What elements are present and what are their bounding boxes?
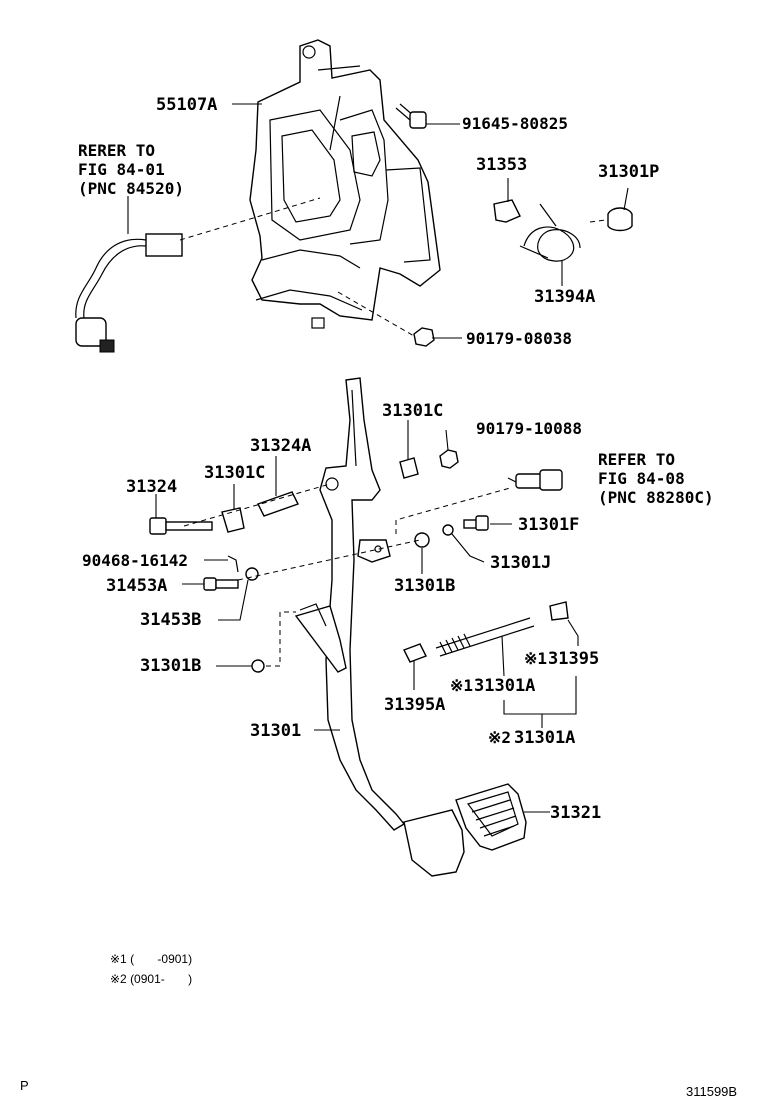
collar-31324A: [257, 491, 299, 517]
spring-rod-31301A: [403, 601, 569, 663]
bolt-31324: [149, 517, 213, 535]
pedal-bracket-55107A: [249, 39, 441, 329]
corner-code-left: P: [20, 1078, 29, 1093]
pedal-arm-31301: [294, 377, 465, 877]
stop-light-switch: [507, 469, 563, 491]
bushing-31353: [493, 199, 521, 223]
spring-31394A: [519, 203, 581, 262]
label-90179-08038: 90179-08038: [466, 329, 572, 348]
label-31453A: 31453A: [106, 576, 168, 596]
label-31394A: 31394A: [534, 287, 596, 307]
pedal-pad-31321: [455, 783, 527, 851]
clip-90468-16142: [227, 555, 239, 573]
label-31301P: 31301P: [598, 162, 660, 182]
label-31324: 31324: [126, 477, 178, 497]
nut-90179-10088: [439, 449, 459, 469]
screw-31301F: [463, 515, 489, 531]
figure-code: 311599B: [686, 1084, 738, 1099]
label-90179-10088: 90179-10088: [476, 419, 582, 438]
stop-light-switch-connector: [75, 233, 183, 353]
label-31453B: 31453B: [140, 610, 202, 630]
label-31301C-mid: 31301C: [204, 463, 266, 483]
nut-90179-08038: [413, 327, 435, 347]
clip-31301P: [607, 207, 633, 232]
label-31324A: 31324A: [250, 436, 312, 456]
footnote-2: ※2 (0901- ): [110, 972, 193, 986]
label-91645-80825: 91645-80825: [462, 114, 568, 133]
nut-31301B-low: [251, 659, 265, 673]
nut-31301C-top: [399, 457, 419, 479]
label-31301J: 31301J: [490, 553, 552, 573]
mark-1-31395: ※1: [524, 649, 548, 668]
leader-lines: [127, 103, 629, 813]
label-55107A: 55107A: [156, 95, 218, 115]
label-31301C-top: 31301C: [382, 401, 444, 421]
grommet-31301B-mid: [414, 532, 430, 548]
dashed-guides: [179, 197, 607, 667]
label-31395: 31395: [548, 649, 600, 669]
bushing-31301C-mid: [221, 507, 245, 533]
label-90468-16142: 90468-16142: [82, 551, 188, 570]
reference-note-left: RERER TO FIG 84-01 (PNC 84520): [78, 141, 184, 198]
label-31395A: 31395A: [384, 695, 446, 715]
label-31301B-low: 31301B: [140, 656, 202, 676]
mark-2-31301A: ※2: [488, 728, 512, 747]
label-31321: 31321: [550, 803, 602, 823]
label-31301A-2: 31301A: [514, 728, 576, 748]
mark-1-31301A: ※1: [450, 676, 474, 695]
footnote-1: ※1 ( -0901): [110, 952, 193, 966]
label-31301B-mid: 31301B: [394, 576, 456, 596]
label-31301A-1: 31301A: [474, 676, 536, 696]
washer-31453B: [245, 567, 259, 581]
bolt-91645-80825: [395, 103, 427, 129]
reference-note-right: REFER TO FIG 84-08 (PNC 88280C): [598, 450, 714, 507]
grommet-31301J: [442, 524, 454, 536]
label-31301F: 31301F: [518, 515, 580, 535]
label-31353: 31353: [476, 155, 528, 175]
label-31301: 31301: [250, 721, 302, 741]
pin-31453A: [203, 577, 239, 591]
